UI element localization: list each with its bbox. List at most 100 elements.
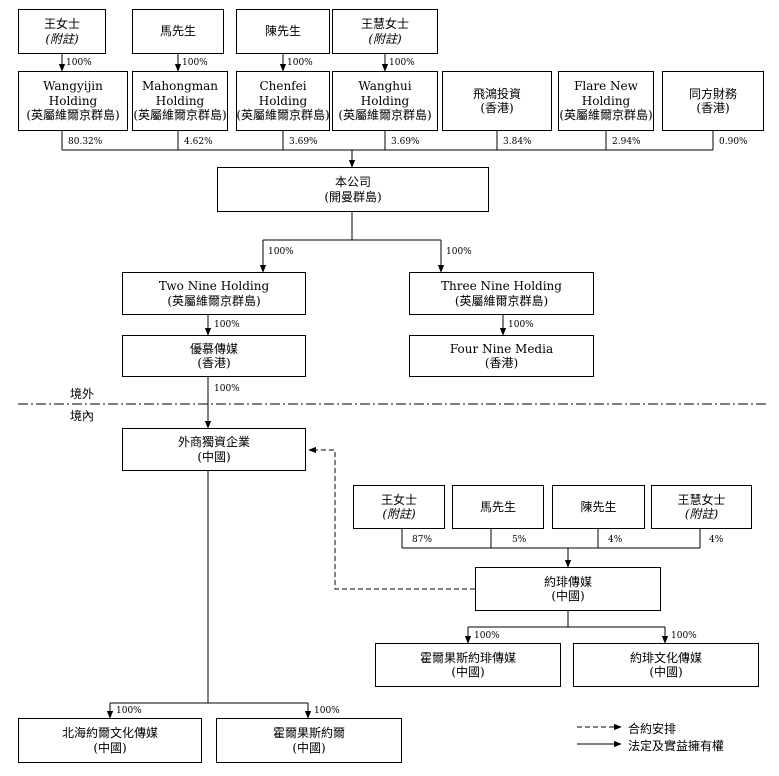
company-name: 本公司 — [334, 175, 371, 190]
pct-company-7: 0.90% — [719, 137, 748, 147]
holding-name: Wangyijin — [43, 79, 103, 94]
legend-contractual-label: 合約安排 — [628, 722, 677, 736]
four-nine-media-box: Four Nine Media (香港) — [409, 335, 594, 377]
owner-name: 王女士 — [43, 17, 80, 32]
holding-box-chenfei: Chenfei Holding (英屬維爾京群島) — [236, 71, 330, 131]
entity-jurisdiction: (英屬維爾京群島) — [167, 293, 261, 308]
three-nine-holding-box: Three Nine Holding (英屬維爾京群島) — [409, 272, 594, 315]
entity-name: 北海約爾文化傳媒 — [61, 726, 158, 741]
holding-name-line2: Holding — [48, 93, 98, 108]
company-jurisdiction: (開曼群島) — [324, 189, 382, 204]
pct-wfoe-to-khorgos-yueer: 100% — [314, 706, 340, 716]
pct-three-to-four: 100% — [508, 320, 534, 330]
holder-jurisdiction: (香港) — [480, 101, 514, 115]
owner-name: 陳先生 — [580, 499, 617, 514]
holding-name: Mahongman — [141, 79, 219, 94]
holding-name: Chenfei — [259, 79, 307, 94]
khorgos-yuebi-media-box: 霍爾果斯約琲傳媒 (中國) — [375, 643, 561, 687]
pct-yuebi-to-culture: 100% — [671, 631, 697, 641]
contractual-arrangement-line — [308, 446, 475, 590]
pct-owner-1: 100% — [66, 58, 92, 68]
owner-box-mr-chen-b: 陳先生 — [552, 485, 645, 529]
owner-name: 王慧女士 — [677, 492, 726, 507]
owner-box-ms-wang-hui-b: 王慧女士 (附註) — [651, 485, 752, 529]
entity-jurisdiction: (中國) — [649, 665, 683, 679]
entity-name: 霍爾果斯約爾 — [272, 726, 345, 741]
entity-name: 霍爾果斯約琲傳媒 — [419, 650, 516, 665]
entity-jurisdiction: (香港) — [484, 356, 519, 370]
holder-box-tongfang: 同方財務 (香港) — [662, 71, 764, 131]
owner-box-mr-ma-b: 馬先生 — [452, 485, 544, 529]
owner-box-mr-ma: 馬先生 — [132, 9, 224, 54]
holding-box-mahongman: Mahongman Holding (英屬維爾京群島) — [132, 71, 228, 131]
yuebi-culture-media-box: 約琲文化傳媒 (中國) — [573, 643, 759, 687]
legend-legal-label: 法定及實益擁有權 — [628, 739, 725, 753]
entity-jurisdiction: (英屬維爾京群島) — [454, 293, 549, 308]
owner-name: 陳先生 — [264, 24, 301, 39]
entity-name: 約琲傳媒 — [543, 574, 592, 589]
holder-jurisdiction: (香港) — [696, 101, 730, 115]
offshore-label: 境外 — [70, 387, 95, 401]
pct-owner-3: 100% — [287, 58, 313, 68]
entity-jurisdiction: (中國) — [197, 449, 231, 464]
khorgos-yueer-box: 霍爾果斯約爾 (中國) — [216, 718, 402, 763]
pct-two-to-youmu: 100% — [214, 320, 240, 330]
yuebi-media-box: 約琲傳媒 (中國) — [475, 567, 661, 611]
pct-company-2: 4.62% — [184, 137, 213, 147]
pct-company-to-three: 100% — [446, 247, 472, 257]
onshore-label: 境內 — [70, 409, 95, 423]
pct-company-4: 3.69% — [391, 137, 420, 147]
pct-yuebi-2: 5% — [512, 535, 527, 545]
entity-jurisdiction: (中國) — [551, 589, 585, 603]
holding-name: Wanghui — [358, 79, 412, 94]
owner-name: 王女士 — [380, 492, 417, 507]
entity-name: 外商獨資企業 — [177, 435, 250, 450]
holder-name: 飛鴻投資 — [472, 86, 521, 101]
entity-name: Three Nine Holding — [441, 279, 562, 294]
pct-company-5: 3.84% — [503, 137, 532, 147]
entity-jurisdiction: (中國) — [451, 665, 485, 679]
owner-box-ms-wang-hui: 王慧女士 (附註) — [332, 9, 438, 54]
pct-yuebi-1: 87% — [412, 535, 433, 545]
entity-name: 約琲文化傳媒 — [629, 650, 702, 665]
owner-name: 馬先生 — [159, 24, 196, 39]
owner-note: (附註) — [368, 31, 402, 46]
pct-yuebi-4: 4% — [709, 535, 724, 545]
holding-name-line2: Holding — [155, 93, 205, 108]
holding-name-line2: Holding — [258, 93, 308, 108]
entity-name: Four Nine Media — [449, 341, 554, 356]
owner-box-ms-wang: 王女士 (附註) — [18, 9, 106, 54]
entity-jurisdiction: (中國) — [93, 740, 127, 755]
holding-box-wanghui: Wanghui Holding (英屬維爾京群島) — [332, 71, 438, 131]
owner-name: 馬先生 — [479, 499, 516, 514]
holder-name-line2: Holding — [581, 93, 631, 108]
owner-box-ms-wang-b: 王女士 (附註) — [353, 485, 445, 529]
owner-box-mr-chen: 陳先生 — [236, 9, 330, 54]
owner-name: 王慧女士 — [360, 17, 409, 32]
holder-box-flare-new: Flare New Holding (英屬維爾京群島) — [558, 71, 654, 131]
pct-company-3: 3.69% — [289, 137, 318, 147]
pct-owner-2: 100% — [182, 58, 208, 68]
holding-box-wangyijin: Wangyijin Holding (英屬維爾京群島) — [18, 71, 128, 131]
holder-box-feihong: 飛鴻投資 (香港) — [442, 71, 552, 131]
pct-wfoe-to-beihai: 100% — [116, 706, 142, 716]
holding-jurisdiction: (英屬維爾京群島) — [338, 108, 432, 123]
two-nine-holding-box: Two Nine Holding (英屬維爾京群島) — [122, 272, 306, 315]
holder-name: 同方財務 — [688, 86, 737, 101]
pct-yuebi-3: 4% — [608, 535, 623, 545]
pct-company-6: 2.94% — [612, 137, 641, 147]
owner-note: (附註) — [45, 31, 79, 46]
pct-company-1: 80.32% — [68, 137, 103, 147]
entity-jurisdiction: (香港) — [197, 356, 231, 370]
holding-jurisdiction: (英屬維爾京群島) — [236, 108, 330, 123]
owner-note: (附註) — [684, 507, 719, 521]
pct-owner-4: 100% — [389, 58, 415, 68]
entity-jurisdiction: (中國) — [292, 740, 326, 755]
owner-note: (附註) — [382, 507, 416, 521]
beihai-yueer-culture-media-box: 北海約爾文化傳媒 (中國) — [18, 718, 202, 763]
pct-yuebi-to-khorgos: 100% — [474, 631, 500, 641]
youmu-media-box: 優慕傳媒 (香港) — [122, 335, 306, 377]
holding-name-line2: Holding — [360, 93, 410, 108]
wfoe-box: 外商獨資企業 (中國) — [122, 428, 306, 471]
